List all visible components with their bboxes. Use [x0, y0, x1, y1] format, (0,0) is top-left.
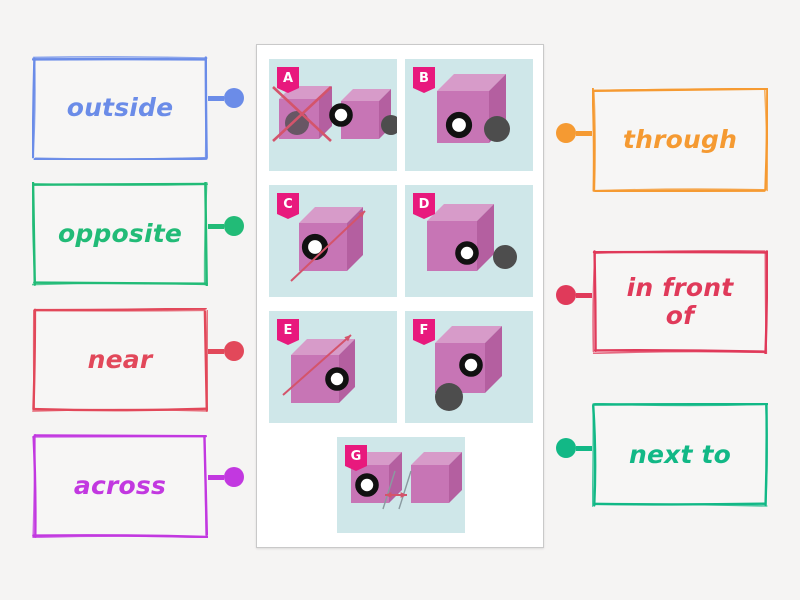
tile-badge-c: C [277, 193, 299, 219]
tile-badge-b: B [413, 67, 435, 93]
option-card-through[interactable]: through [592, 88, 768, 192]
connector-line-icon [208, 223, 224, 229]
option-label-in-front-of: in front of [626, 273, 734, 330]
image-panel[interactable]: A B C D E F G [256, 44, 544, 548]
tile-badge-f: F [413, 319, 435, 345]
option-label-next-to: next to [628, 440, 732, 469]
tile-badge-letter: E [283, 322, 293, 338]
connector-dot-icon[interactable] [224, 216, 244, 236]
connector-next-to[interactable] [556, 438, 592, 458]
connector-dot-icon[interactable] [224, 467, 244, 487]
connector-dot-icon[interactable] [556, 123, 576, 143]
tile-badge-letter: C [283, 196, 293, 212]
tile-badge-e: E [277, 319, 299, 345]
connector-dot-icon[interactable] [556, 285, 576, 305]
option-label-near: near [87, 345, 153, 374]
picture-tile-b[interactable]: B [405, 59, 533, 171]
connector-near[interactable] [208, 341, 244, 361]
connector-line-icon [208, 95, 224, 101]
picture-tile-f[interactable]: F [405, 311, 533, 423]
connector-through[interactable] [556, 123, 592, 143]
tile-badge-a: A [277, 67, 299, 93]
picture-tile-g[interactable]: G [337, 437, 465, 533]
option-label-outside: outside [66, 93, 174, 122]
picture-tile-e[interactable]: E [269, 311, 397, 423]
connector-in-front-of[interactable] [556, 285, 592, 305]
connector-opposite[interactable] [208, 216, 244, 236]
connector-dot-icon[interactable] [224, 341, 244, 361]
connector-dot-icon[interactable] [224, 88, 244, 108]
picture-tile-c[interactable]: C [269, 185, 397, 297]
option-label-through: through [622, 125, 738, 154]
tile-badge-d: D [413, 193, 435, 219]
tile-badge-letter: A [282, 70, 294, 86]
connector-line-icon [208, 348, 224, 354]
connector-line-icon [576, 292, 592, 298]
tile-badge-letter: F [419, 322, 429, 338]
connector-line-icon [576, 130, 592, 136]
option-card-next-to[interactable]: next to [592, 403, 768, 507]
option-card-in-front-of[interactable]: in front of [592, 250, 768, 354]
tile-badge-letter: G [350, 448, 362, 464]
option-label-across: across [73, 471, 167, 500]
connector-across[interactable] [208, 467, 244, 487]
option-card-opposite[interactable]: opposite [32, 182, 208, 286]
connector-dot-icon[interactable] [556, 438, 576, 458]
connector-line-icon [576, 445, 592, 451]
picture-tile-d[interactable]: D [405, 185, 533, 297]
option-label-opposite: opposite [57, 219, 183, 248]
option-card-across[interactable]: across [32, 434, 208, 538]
tile-badge-g: G [345, 445, 367, 471]
connector-line-icon [208, 474, 224, 480]
option-card-outside[interactable]: outside [32, 56, 208, 160]
picture-tile-a[interactable]: A [269, 59, 397, 171]
connector-outside[interactable] [208, 88, 244, 108]
tile-badge-letter: D [418, 196, 430, 212]
option-card-near[interactable]: near [32, 308, 208, 412]
tile-badge-letter: B [419, 70, 429, 86]
